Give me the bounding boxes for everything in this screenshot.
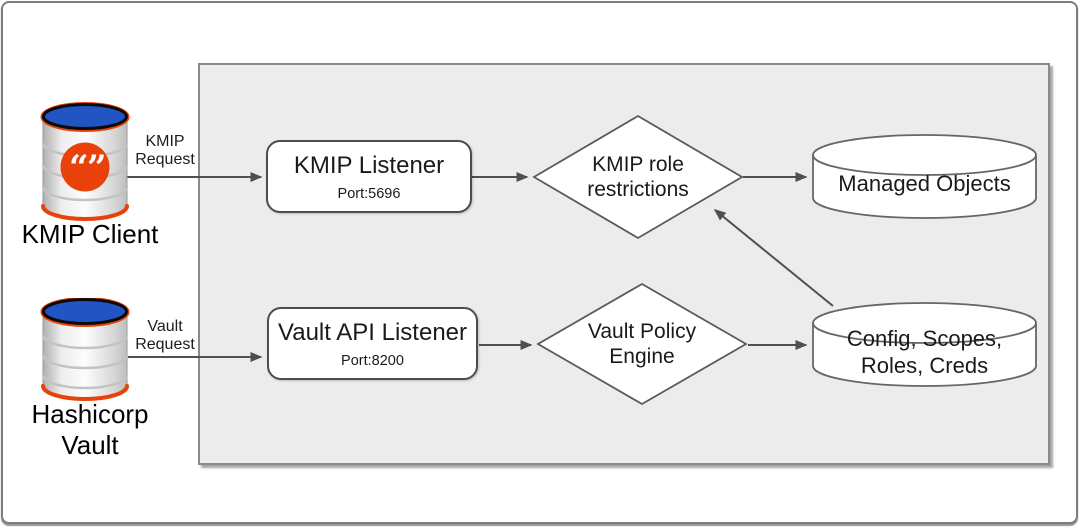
kmip-client-label: KMIP Client xyxy=(21,219,159,249)
kmip-request-label-line2: Request xyxy=(135,151,195,168)
hashicorp-vault-db-icon xyxy=(40,298,130,401)
vault-policy-engine-line2: Engine xyxy=(609,345,675,368)
kmip-role-restrictions-shape xyxy=(532,114,744,240)
config-store-node: Config, Scopes, Roles, Creds xyxy=(811,324,1038,380)
vault-request-label-line1: Vault xyxy=(147,318,183,335)
vault-api-listener-node: Vault API Listener Port:8200 xyxy=(267,307,478,380)
edb-logo-icon: “ ” xyxy=(60,142,110,192)
kmip-role-restrictions-line1: KMIP role xyxy=(592,153,684,176)
hashicorp-vault-label-line1: Hashicorp xyxy=(31,399,149,429)
vault-api-listener-title: Vault API Listener xyxy=(278,318,467,346)
hashicorp-vault-label-line2: Vault xyxy=(61,430,119,460)
kmip-role-restrictions-line2: restrictions xyxy=(587,178,689,201)
vault-api-listener-port: Port:8200 xyxy=(341,352,404,369)
vault-request-label: Vault Request xyxy=(110,318,220,354)
kmip-listener-node: KMIP Listener Port:5696 xyxy=(266,140,472,213)
kmip-request-label-line1: KMIP xyxy=(145,133,185,150)
managed-objects-shape xyxy=(812,134,1037,219)
config-store-line2: Roles, Creds xyxy=(860,353,989,378)
vault-policy-engine-line1: Vault Policy xyxy=(587,320,697,343)
kmip-request-label: KMIP Request xyxy=(110,133,220,169)
kmip-client-db-icon: “ ” xyxy=(40,102,130,221)
config-store-line1: Config, Scopes, xyxy=(846,326,1003,351)
hashicorp-vault-label: Hashicorp Vault xyxy=(0,399,180,461)
svg-text:”: ” xyxy=(87,148,107,188)
kmip-listener-title: KMIP Listener xyxy=(293,151,445,179)
vault-request-label-line2: Request xyxy=(135,336,195,353)
vault-policy-engine-node: Vault Policy Engine xyxy=(536,282,748,406)
svg-text:“: “ xyxy=(69,148,89,188)
managed-objects-node: Managed Objects xyxy=(838,170,1011,196)
kmip-listener-port: Port:5696 xyxy=(337,185,401,202)
config-store-shape xyxy=(812,302,1037,387)
kmip-role-restrictions-node: KMIP role restrictions xyxy=(532,114,744,240)
vault-policy-engine-shape xyxy=(536,282,748,406)
